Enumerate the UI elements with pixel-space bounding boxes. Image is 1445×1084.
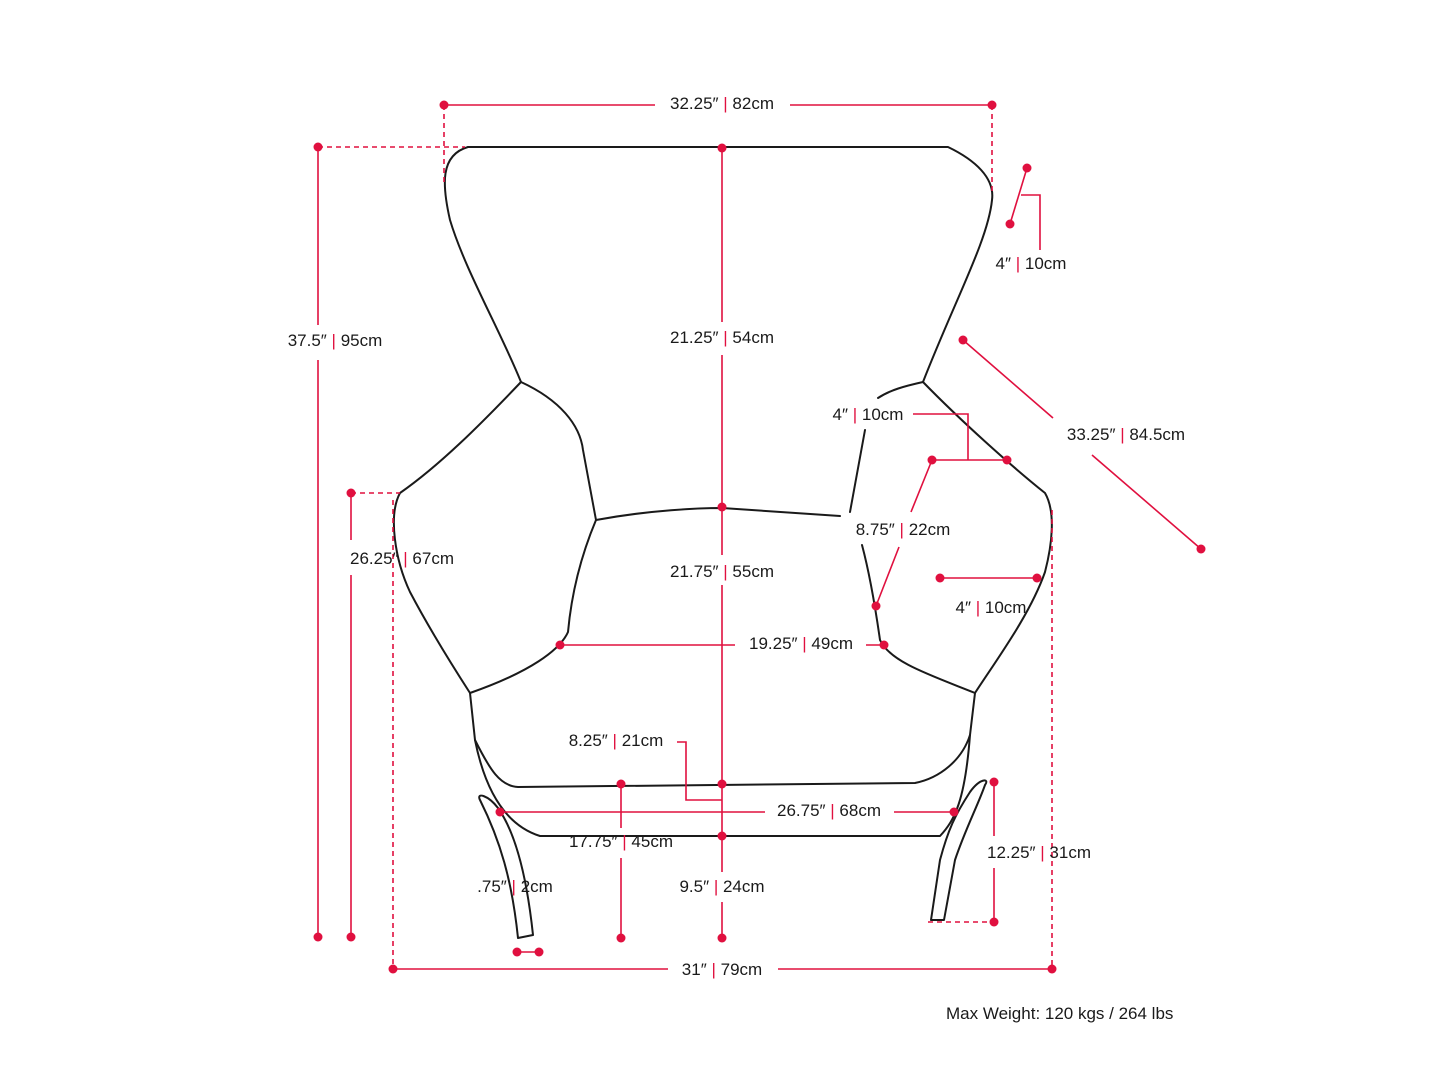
dimension-endpoints (313, 100, 1206, 974)
label-back-height: 21.25″ | 54cm (670, 328, 774, 347)
label-back-to-seat: 21.75″ | 55cm (670, 562, 774, 581)
dimension-labels: 32.25″ | 82cm 37.5″ | 95cm 21.25″ | 54cm… (288, 94, 1185, 979)
max-weight-note: Max Weight: 120 kgs / 264 lbs (946, 1004, 1174, 1023)
chair-outline (392, 146, 1053, 939)
label-arm-width: 4″ | 10cm (956, 598, 1027, 617)
label-overall-width: 32.25″ | 82cm (670, 94, 774, 113)
label-arm-inner-height: 8.75″ | 22cm (856, 520, 951, 539)
label-arm-top-width: 4″ | 10cm (833, 405, 904, 424)
label-wing-depth: 4″ | 10cm (996, 254, 1067, 273)
label-leg-span: 26.75″ | 68cm (777, 801, 881, 820)
label-leg-thickness: .75″ | 2cm (477, 877, 553, 896)
dimension-lines (317, 104, 1202, 970)
label-base-width: 31″ | 79cm (682, 960, 762, 979)
label-ground-clearance: 9.5″ | 24cm (679, 877, 764, 896)
label-seat-width: 19.25″ | 49cm (749, 634, 853, 653)
label-seat-thickness: 8.25″ | 21cm (569, 731, 664, 750)
label-overall-height: 37.5″ | 95cm (288, 331, 383, 350)
label-leg-height: 12.25″ | 31cm (987, 843, 1091, 862)
label-seat-height: 17.75″ | 45cm (569, 832, 673, 851)
label-diagonal-depth: 33.25″ | 84.5cm (1067, 425, 1185, 444)
label-arm-height-total: 26.25″ | 67cm (350, 549, 454, 568)
